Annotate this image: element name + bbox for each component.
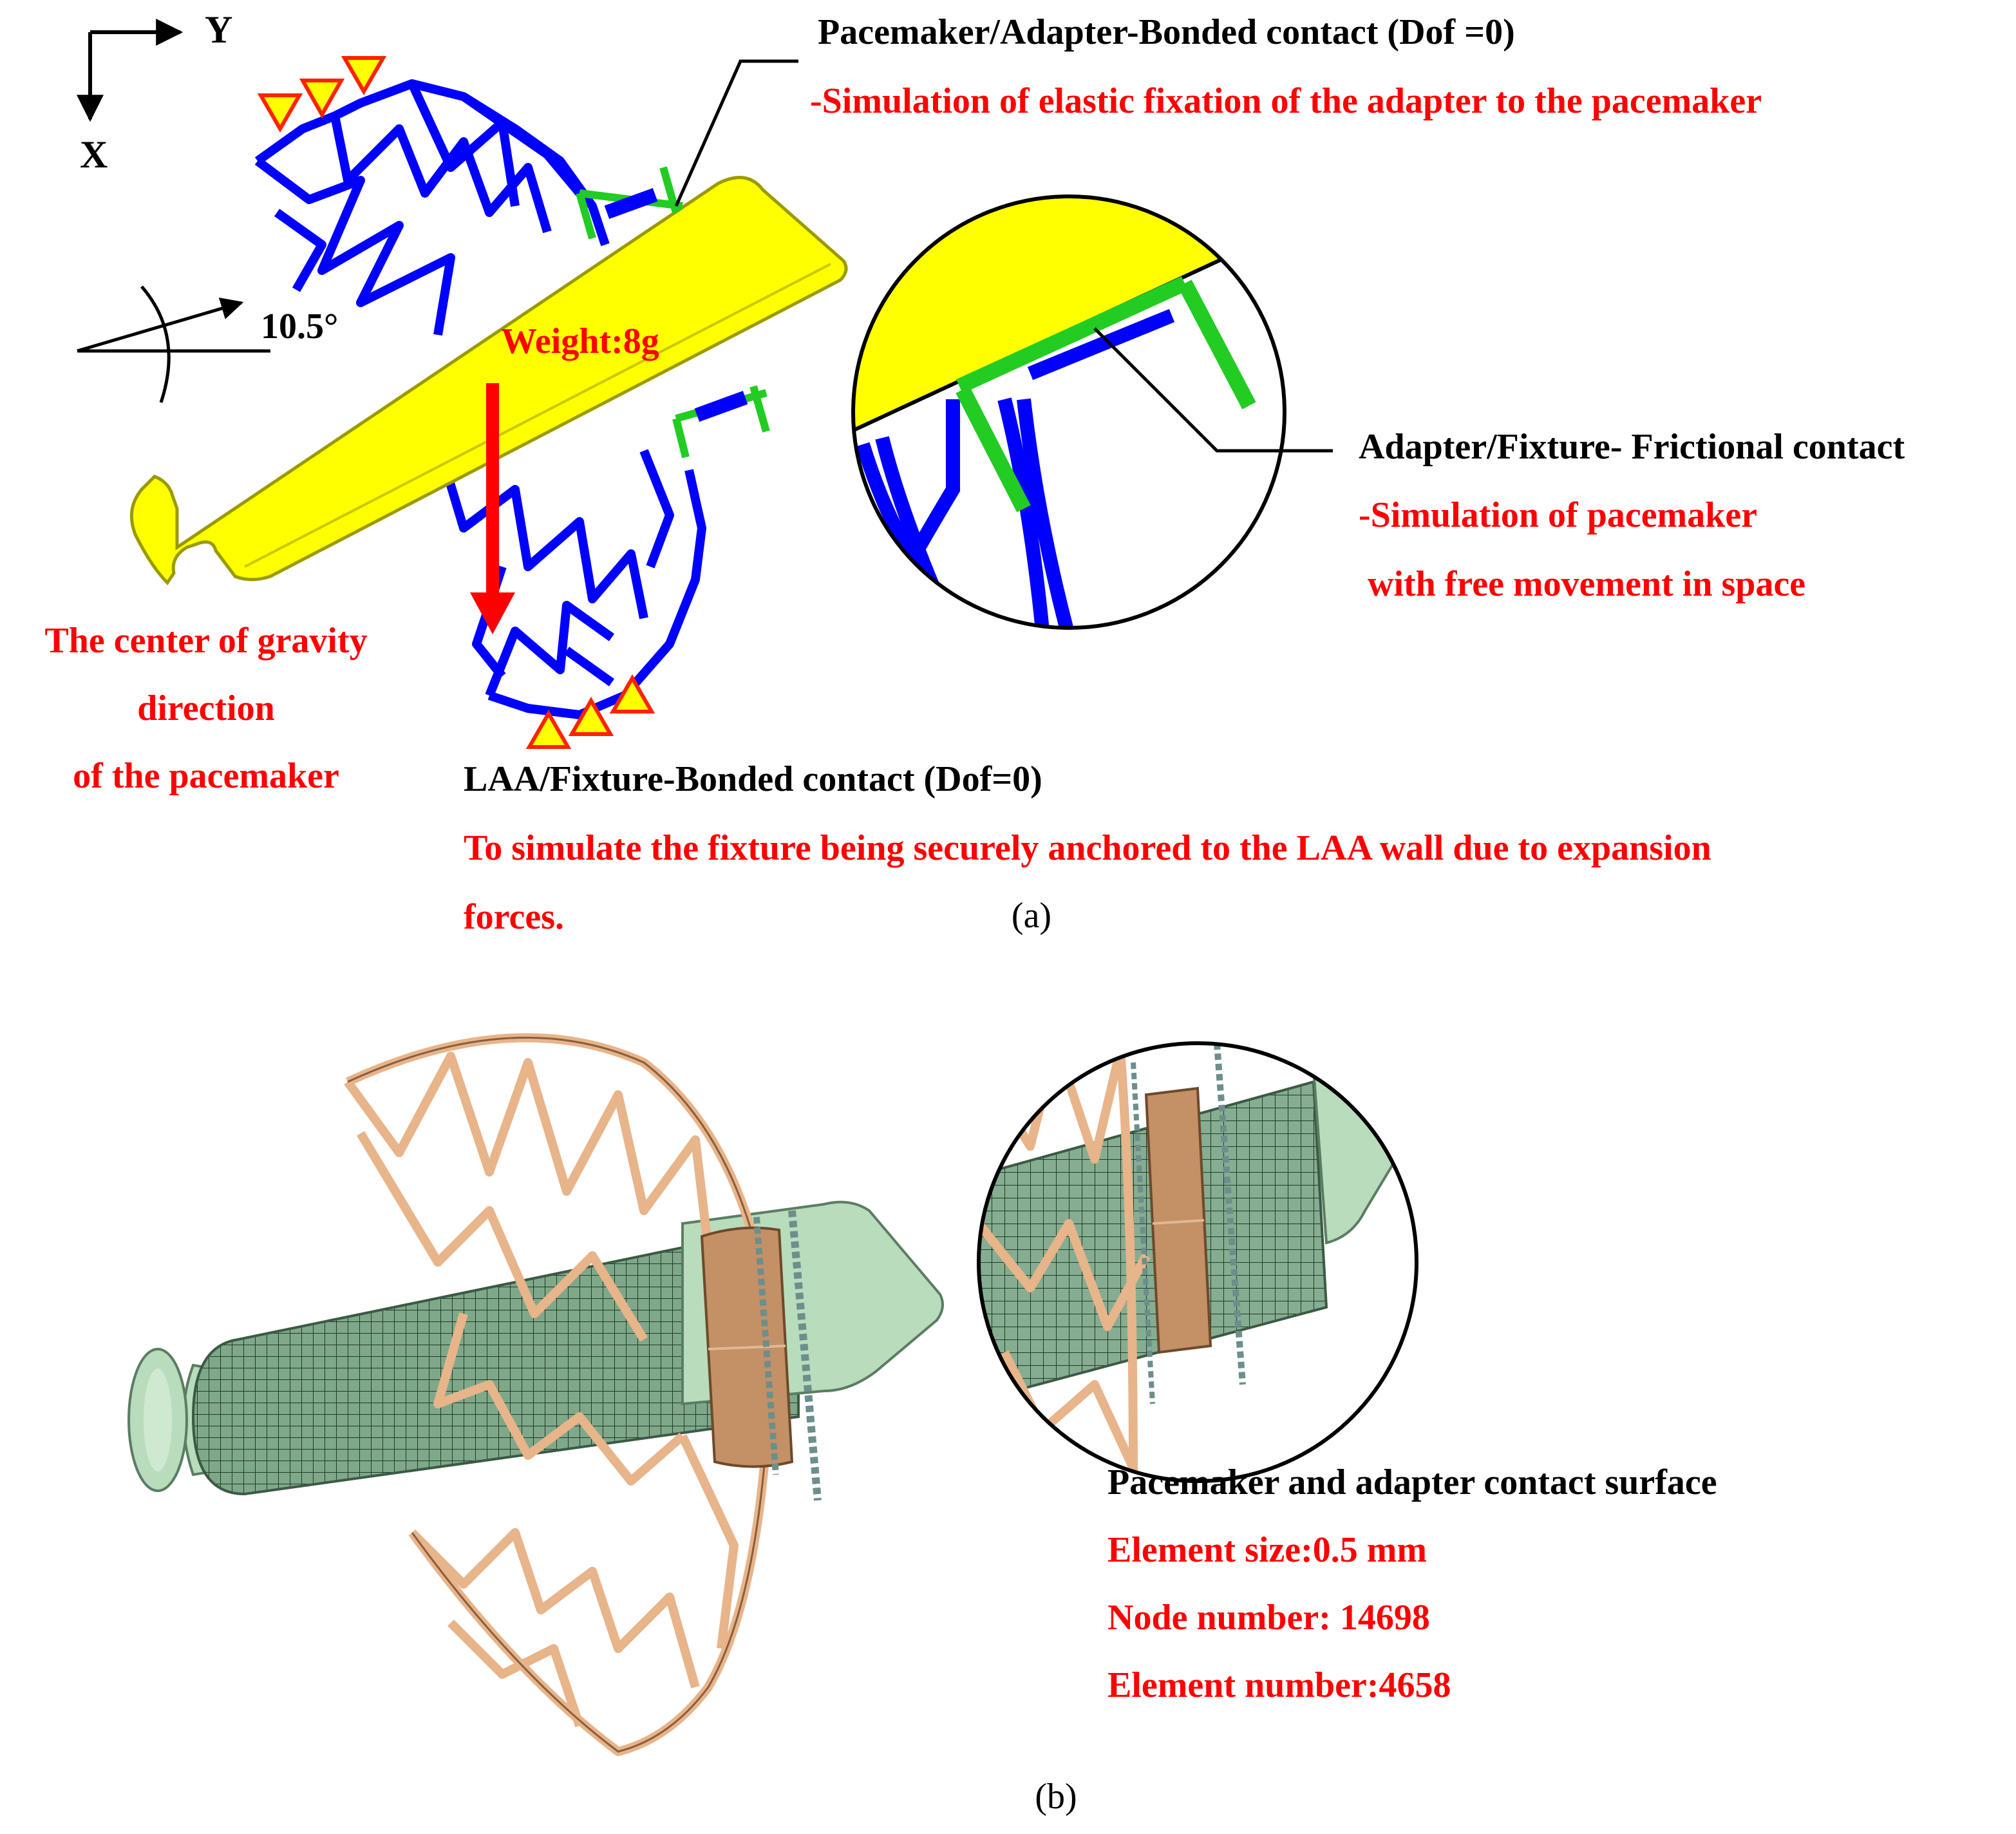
laa-fixture-title: LAA/Fixture-Bonded contact (Dof=0) bbox=[464, 759, 1042, 799]
adapter-fixture-note-2: with free movement in space bbox=[1359, 564, 1805, 604]
laa-fixture-note-2: forces. bbox=[464, 897, 564, 937]
adapter-band bbox=[700, 1210, 822, 1501]
constraint-markers-bottom bbox=[525, 674, 655, 749]
x-axis-label: X bbox=[80, 133, 108, 176]
panel-a-caption: (a) bbox=[1012, 896, 1051, 936]
fixture-lower bbox=[440, 449, 706, 719]
adapter-fixture-note-1: -Simulation of pacemaker bbox=[1359, 495, 1757, 535]
gravity-note-3: of the pacemaker bbox=[73, 756, 339, 796]
gravity-note-1: The center of gravity bbox=[44, 621, 367, 661]
pacemaker-adapter-note: -Simulation of elastic fixation of the a… bbox=[810, 81, 1762, 121]
panel-a: Y X 10.5° bbox=[44, 8, 1905, 937]
y-axis-label: Y bbox=[205, 8, 232, 51]
leader-line-right bbox=[1093, 327, 1333, 453]
laa-fixture-note-1: To simulate the fixture being securely a… bbox=[464, 828, 1711, 868]
zoom-detail-a bbox=[851, 194, 1333, 630]
weight-arrow: Weight:8g bbox=[470, 321, 659, 634]
leader-line-top bbox=[674, 59, 798, 207]
adapter-bottom bbox=[672, 385, 770, 458]
constraint-triangle-icon bbox=[341, 56, 387, 96]
coordinate-axes: Y X bbox=[77, 8, 232, 176]
constraint-markers-top bbox=[257, 56, 387, 133]
constraint-triangle-icon bbox=[609, 674, 655, 714]
adapter-top bbox=[576, 166, 683, 240]
angle-indicator: 10.5° bbox=[77, 285, 338, 403]
fixture-upper bbox=[254, 79, 610, 336]
panel-b-caption: (b) bbox=[1035, 1777, 1077, 1817]
constraint-triangle-icon bbox=[257, 93, 303, 133]
angle-label: 10.5° bbox=[261, 307, 338, 346]
node-number: Node number: 14698 bbox=[1107, 1598, 1430, 1638]
pacemaker-body bbox=[129, 176, 848, 585]
element-size: Element size:0.5 mm bbox=[1107, 1530, 1427, 1570]
constraint-triangle-icon bbox=[525, 709, 572, 749]
contact-surface-title: Pacemaker and adapter contact surface bbox=[1107, 1462, 1717, 1502]
panel-b: Pacemaker and adapter contact surface El… bbox=[127, 1033, 1717, 1817]
constraint-triangle-icon bbox=[299, 79, 345, 119]
element-number: Element number:4658 bbox=[1107, 1665, 1451, 1705]
pacemaker-adapter-title: Pacemaker/Adapter-Bonded contact (Dof =0… bbox=[818, 12, 1515, 52]
weight-label: Weight:8g bbox=[501, 321, 659, 361]
fixture-tan-outline bbox=[347, 1036, 768, 1753]
constraint-triangle-icon bbox=[568, 696, 614, 736]
adapter-fixture-title: Adapter/Fixture- Frictional contact bbox=[1359, 427, 1905, 467]
zoom-detail-b bbox=[977, 1041, 1418, 1483]
gravity-note-2: direction bbox=[137, 688, 275, 728]
